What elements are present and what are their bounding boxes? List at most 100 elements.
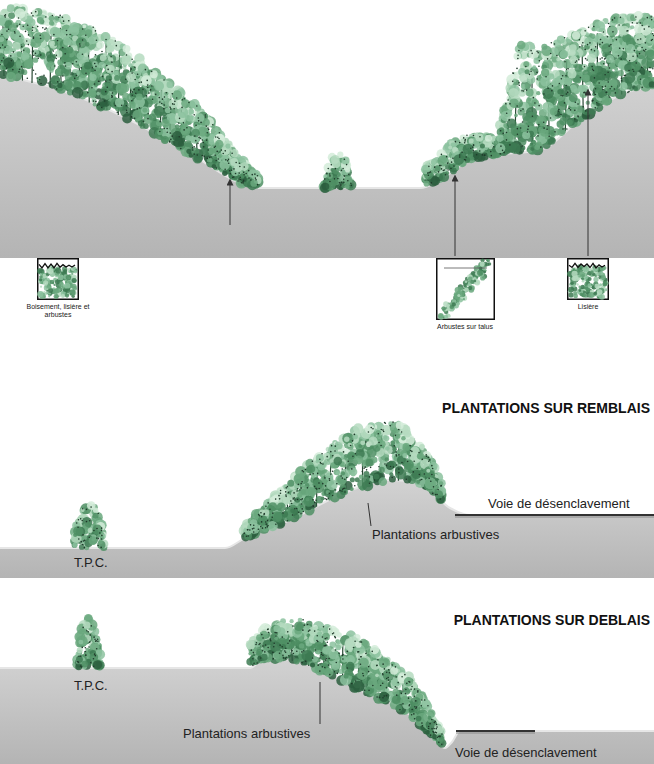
foliage-dot	[215, 136, 217, 138]
foliage-dot	[205, 125, 207, 127]
foliage-dot	[493, 146, 495, 148]
foliage-dot	[198, 120, 200, 122]
foliage-dot	[464, 142, 466, 144]
foliage-dot	[14, 31, 16, 33]
foliage-dot	[207, 149, 209, 151]
foliage	[88, 88, 96, 96]
foliage-dot	[192, 147, 194, 149]
foliage-dot	[163, 108, 165, 110]
foliage-dot	[207, 127, 209, 129]
foliage-dot	[98, 103, 100, 105]
foliage-dot	[116, 111, 118, 113]
foliage	[105, 83, 112, 90]
foliage-dot	[179, 118, 181, 120]
foliage	[453, 154, 464, 165]
foliage-dot	[115, 40, 117, 42]
foliage-dot	[74, 78, 76, 80]
foliage-dot	[35, 53, 37, 55]
foliage-dot	[142, 88, 144, 90]
foliage-dot	[76, 75, 78, 77]
foliage-dot	[195, 124, 197, 126]
foliage-dot	[255, 177, 257, 179]
foliage-dot	[216, 167, 218, 169]
foliage	[186, 135, 192, 141]
foliage	[423, 180, 429, 186]
foliage	[600, 60, 605, 65]
foliage	[514, 114, 518, 118]
foliage-dot	[105, 80, 107, 82]
foliage	[499, 127, 504, 132]
foliage-dot	[35, 73, 37, 75]
foliage	[469, 138, 474, 143]
foliage-dot	[32, 15, 34, 17]
foliage-dot	[152, 99, 154, 101]
foliage-dot	[218, 138, 220, 140]
foliage-dot	[94, 83, 96, 85]
foliage-dot	[25, 31, 27, 33]
foliage-dot	[170, 108, 172, 110]
foliage-dot	[40, 83, 42, 85]
foliage	[141, 75, 152, 86]
foliage-dot	[147, 84, 149, 86]
foliage-dot	[64, 53, 66, 55]
foliage	[149, 114, 156, 121]
foliage-dot	[6, 39, 8, 41]
foliage-dot	[87, 92, 89, 94]
foliage-dot	[194, 135, 196, 137]
foliage-dot	[221, 149, 223, 151]
foliage-dot	[11, 60, 13, 62]
foliage-dot	[464, 159, 466, 161]
foliage-dot	[206, 139, 208, 141]
foliage-dot	[19, 24, 21, 26]
foliage	[161, 136, 169, 144]
foliage-dot	[439, 165, 441, 167]
foliage	[62, 79, 73, 90]
foliage-dot	[173, 103, 175, 105]
foliage-dot	[209, 157, 211, 159]
foliage	[123, 45, 131, 53]
foliage	[116, 83, 128, 95]
foliage-dot	[47, 82, 49, 84]
foliage-dot	[218, 158, 220, 160]
foliage-dot	[166, 128, 168, 130]
foliage	[195, 113, 204, 122]
foliage-dot	[94, 63, 96, 65]
foliage-dot	[18, 71, 20, 73]
foliage	[222, 171, 227, 176]
foliage-dot	[188, 102, 190, 104]
foliage-dot	[427, 172, 429, 174]
foliage	[250, 180, 257, 187]
foliage	[584, 37, 593, 46]
foliage	[606, 55, 614, 63]
foliage	[84, 53, 88, 57]
foliage-dot	[112, 92, 114, 94]
foliage-dot	[159, 97, 161, 99]
foliage-dot	[130, 90, 132, 92]
foliage-dot	[62, 16, 64, 18]
foliage-dot	[56, 55, 58, 57]
foliage-dot	[16, 25, 18, 27]
foliage-dot	[473, 135, 475, 137]
foliage-dot	[85, 73, 87, 75]
foliage-dot	[441, 168, 443, 170]
foliage-dot	[52, 50, 54, 52]
foliage-dot	[97, 104, 99, 106]
foliage	[3, 57, 14, 68]
foliage-dot	[91, 87, 93, 89]
foliage-dot	[446, 156, 448, 158]
foliage	[562, 113, 567, 118]
foliage	[24, 59, 34, 69]
foliage-dot	[479, 136, 481, 138]
foliage-dot	[98, 80, 100, 82]
foliage-dot	[235, 173, 237, 175]
foliage	[590, 108, 596, 114]
foliage-dot	[241, 182, 243, 184]
foliage	[431, 176, 440, 185]
foliage-dot	[447, 169, 449, 171]
foliage-dot	[45, 16, 47, 18]
foliage-dot	[105, 91, 107, 93]
foliage-dot	[13, 51, 15, 53]
foliage	[128, 101, 135, 108]
foliage	[21, 52, 29, 60]
foliage-dot	[490, 155, 492, 157]
